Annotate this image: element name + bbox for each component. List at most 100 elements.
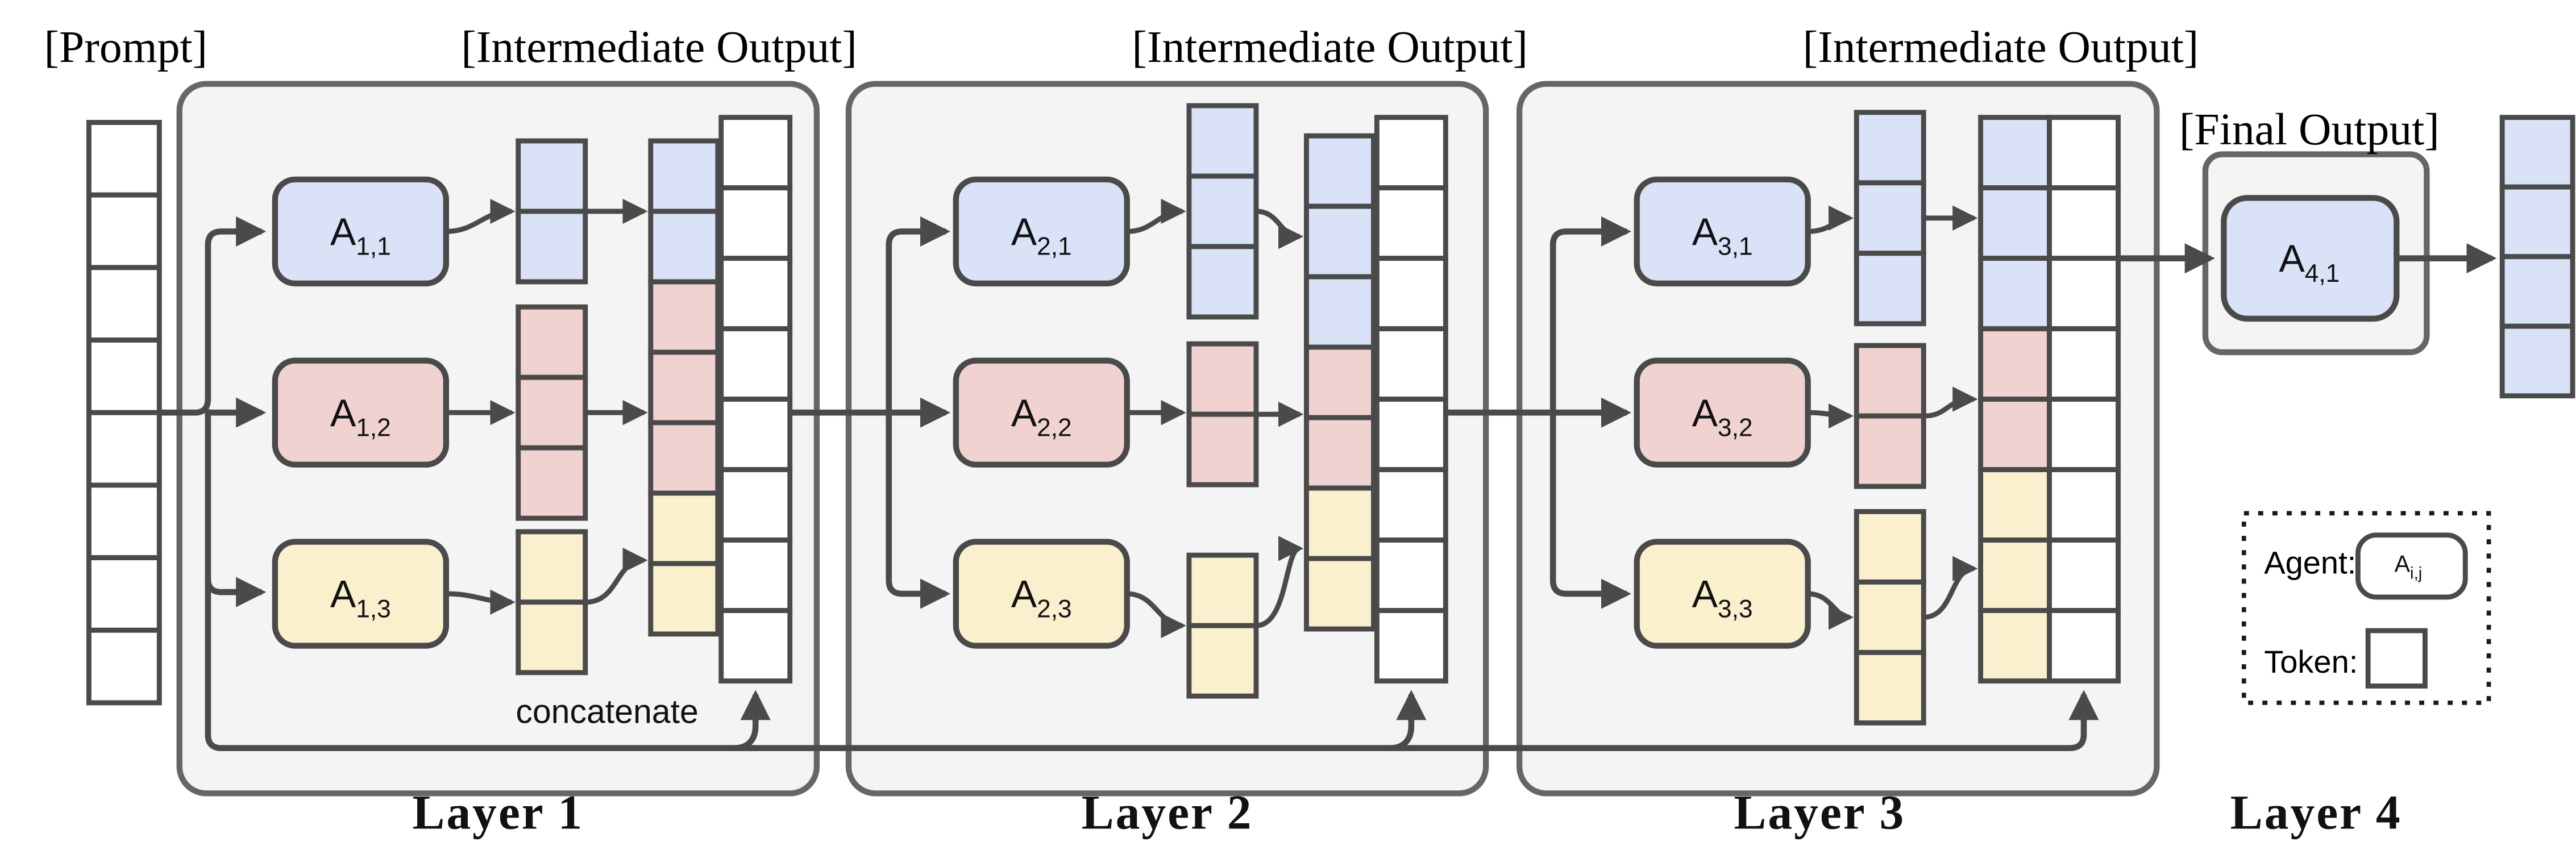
token-cell bbox=[1186, 411, 1259, 487]
agent-box-a21 bbox=[953, 176, 1130, 287]
token-cell bbox=[1304, 415, 1376, 491]
token-cell bbox=[1978, 397, 2052, 473]
token-cell bbox=[1186, 552, 1259, 628]
legend-token-shape bbox=[2365, 628, 2428, 689]
token-cell bbox=[516, 374, 588, 451]
token-cell bbox=[1374, 467, 1448, 543]
token-cell bbox=[718, 326, 793, 402]
token-cell bbox=[648, 279, 721, 355]
token-cell bbox=[1186, 623, 1259, 699]
token-cell bbox=[1854, 110, 1926, 186]
layer-3: A3,1 A3,2 A3,3 bbox=[1634, 110, 2121, 726]
agent-box-a22 bbox=[953, 357, 1130, 468]
prompt-title: [Prompt] bbox=[44, 22, 207, 72]
token-cell bbox=[1304, 203, 1376, 280]
layer-3-label: Layer 3 bbox=[1734, 785, 1905, 839]
agent-box-a12 bbox=[272, 357, 450, 468]
token-cell bbox=[1854, 343, 1926, 419]
layer-2-label: Layer 2 bbox=[1082, 785, 1253, 839]
token-cell bbox=[1854, 508, 1926, 585]
token-cell bbox=[1304, 556, 1376, 632]
final-output-token-column bbox=[2499, 115, 2575, 399]
concatenate-label: concatenate bbox=[516, 693, 698, 730]
token-cell bbox=[2047, 185, 2121, 261]
token-cell bbox=[516, 209, 588, 285]
agent-label-a32: A3,2 bbox=[1692, 392, 1753, 442]
token-cell bbox=[86, 410, 162, 488]
prompt-token-column bbox=[86, 120, 162, 706]
intermediate-output-title-3: [Intermediate Output] bbox=[1803, 22, 2199, 72]
token-cell bbox=[718, 467, 793, 543]
agent-label-a31: A3,1 bbox=[1692, 211, 1753, 261]
token-cell bbox=[1374, 608, 1448, 684]
agent-box-a13 bbox=[272, 539, 450, 649]
agent-box-a23 bbox=[953, 539, 1130, 649]
layer-2-concatenated-tokens bbox=[1304, 133, 1376, 632]
token-cell bbox=[86, 120, 162, 198]
token-cell bbox=[86, 627, 162, 706]
layer-3-output-column bbox=[2047, 115, 2121, 684]
token-cell bbox=[718, 397, 793, 473]
token-cell bbox=[1374, 115, 1448, 191]
token-cell bbox=[516, 599, 588, 676]
token-cell bbox=[86, 555, 162, 633]
agent-box-a11 bbox=[272, 176, 450, 287]
layer-2-agent-output-tokens bbox=[1186, 103, 1259, 699]
legend-border bbox=[2241, 511, 2491, 705]
token-cell bbox=[2047, 467, 2121, 543]
agent-box-a33 bbox=[1634, 539, 1811, 649]
token-cell bbox=[1854, 180, 1926, 256]
token-cell bbox=[2047, 608, 2121, 684]
agent-label-a22: A2,2 bbox=[1011, 392, 1072, 442]
agent-box-a31 bbox=[1634, 176, 1811, 287]
token-cell bbox=[516, 138, 588, 214]
layer-1-label: Layer 1 bbox=[412, 785, 584, 839]
agent-label-a33: A3,3 bbox=[1692, 573, 1753, 623]
token-cell bbox=[86, 482, 162, 561]
token-cell bbox=[648, 349, 721, 426]
flow-arrows bbox=[159, 198, 2497, 751]
token-cell bbox=[718, 608, 793, 684]
layer-1-agent-output-tokens bbox=[516, 138, 588, 676]
token-cell bbox=[1374, 397, 1448, 473]
token-cell bbox=[718, 537, 793, 614]
token-cell bbox=[718, 115, 793, 191]
agent-label-a21: A2,1 bbox=[1011, 211, 1072, 261]
legend-agent-shape bbox=[2355, 532, 2468, 600]
token-cell bbox=[1978, 326, 2052, 402]
token-cell bbox=[1978, 256, 2052, 332]
concatenate-feedback-line bbox=[205, 409, 2099, 751]
token-cell bbox=[2047, 537, 2121, 614]
legend-agent-symbol: Ai,j bbox=[2395, 551, 2423, 583]
intermediate-output-title-1: [Intermediate Output] bbox=[461, 22, 857, 72]
agent-label-a12: A1,2 bbox=[330, 392, 391, 442]
token-cell bbox=[1978, 115, 2052, 191]
layer-4-label: Layer 4 bbox=[2230, 785, 2402, 839]
token-cell bbox=[1374, 185, 1448, 261]
token-cell bbox=[516, 445, 588, 521]
token-cell bbox=[2499, 323, 2575, 399]
agent-label-a11: A1,1 bbox=[330, 211, 391, 261]
token-cell bbox=[2047, 326, 2121, 402]
token-cell bbox=[1186, 244, 1259, 320]
layer-3-agent-output-tokens bbox=[1854, 110, 1926, 726]
token-cell bbox=[1978, 467, 2052, 543]
agent-box-a41 bbox=[2221, 195, 2400, 322]
legend-token-label: Token: bbox=[2264, 644, 2358, 680]
token-cell bbox=[2047, 256, 2121, 332]
token-cell bbox=[718, 185, 793, 261]
token-cell bbox=[1374, 256, 1448, 332]
token-cell bbox=[1186, 103, 1259, 179]
token-cell bbox=[1854, 579, 1926, 655]
final-output-title: [Final Output] bbox=[2179, 105, 2440, 155]
concatenate-arrow-layer-1 bbox=[734, 690, 771, 751]
token-cell bbox=[1978, 185, 2052, 261]
layer-1-concatenated-tokens bbox=[648, 138, 721, 637]
token-cell bbox=[648, 561, 721, 637]
concatenate-arrow-layer-2 bbox=[1390, 690, 1427, 751]
layer-1: A1,1 A1,2 A1,3 bbox=[272, 115, 793, 730]
token-cell bbox=[1978, 608, 2052, 684]
legend-agent-label: Agent: bbox=[2264, 545, 2356, 581]
token-cell bbox=[2499, 115, 2575, 190]
token-cell bbox=[2047, 397, 2121, 473]
